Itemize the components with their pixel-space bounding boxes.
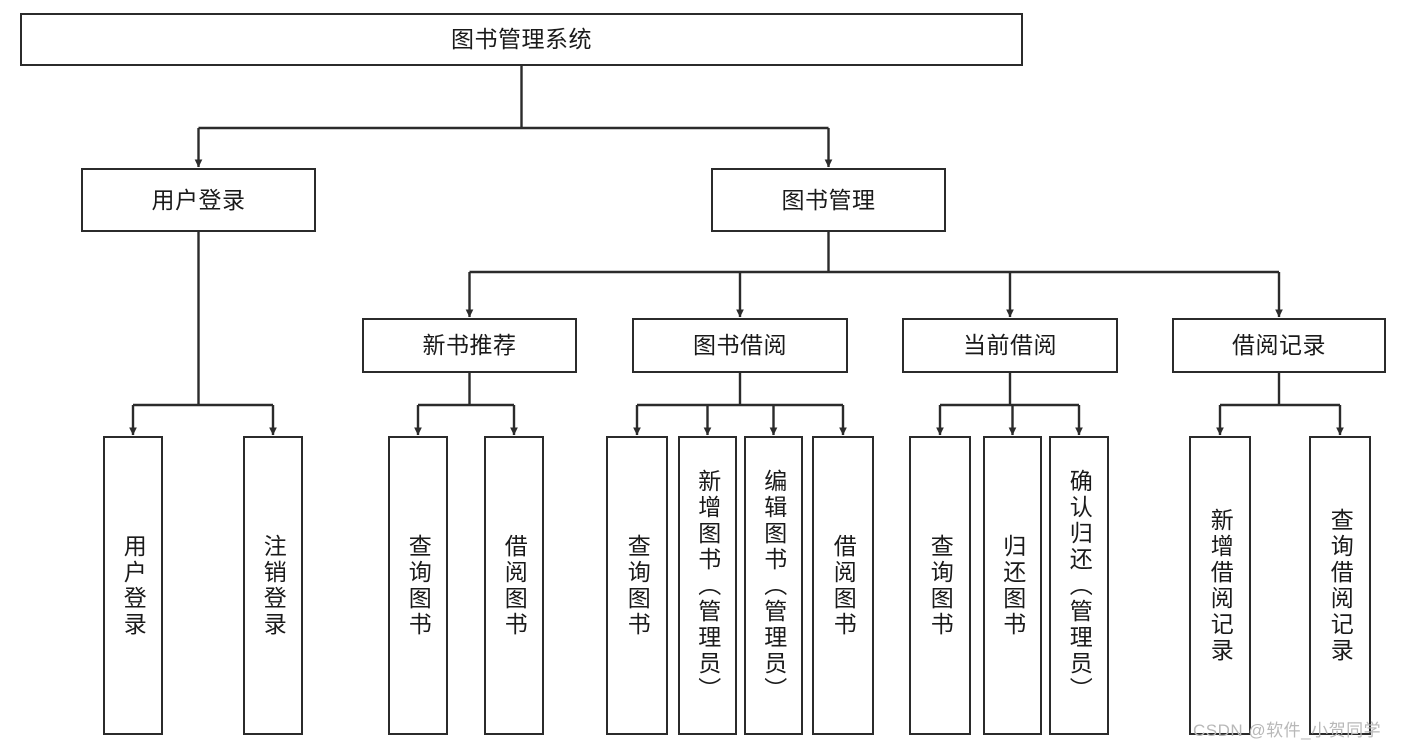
node-current-borrow[interactable]: 当前借阅 [902,318,1118,373]
node-leaf-return-book[interactable]: 归还图书 [983,436,1042,735]
node-leaf-edit-book-admin[interactable]: 编辑图书（管理员） [744,436,803,735]
node-label: 确认归还（管理员） [1066,468,1093,703]
node-leaf-query-book-2[interactable]: 查询图书 [606,436,668,735]
node-book-management[interactable]: 图书管理 [711,168,946,232]
node-label: 查询图书 [624,533,651,638]
node-label: 新增图书（管理员） [694,468,721,703]
node-label: 图书管理系统 [451,26,592,53]
node-borrow-record[interactable]: 借阅记录 [1172,318,1386,373]
node-label: 查询图书 [405,533,432,638]
node-label: 借阅图书 [501,533,528,638]
node-user-login[interactable]: 用户登录 [81,168,316,232]
node-root[interactable]: 图书管理系统 [20,13,1023,66]
node-label: 查询借阅记录 [1327,507,1354,664]
node-label: 编辑图书（管理员） [760,468,787,703]
node-leaf-user-login[interactable]: 用户登录 [103,436,163,735]
node-leaf-logout-login[interactable]: 注销登录 [243,436,303,735]
node-label: 查询图书 [927,533,954,638]
node-label: 借阅记录 [1232,332,1326,359]
node-label: 用户登录 [120,533,147,638]
node-label: 新书推荐 [422,332,517,359]
node-label: 借阅图书 [830,533,857,638]
node-leaf-query-book-1[interactable]: 查询图书 [388,436,448,735]
node-leaf-add-book-admin[interactable]: 新增图书（管理员） [678,436,737,735]
node-label: 当前借阅 [963,332,1057,359]
node-leaf-borrow-book-1[interactable]: 借阅图书 [484,436,544,735]
node-leaf-borrow-book-2[interactable]: 借阅图书 [812,436,874,735]
node-leaf-add-borrow-record[interactable]: 新增借阅记录 [1189,436,1251,735]
node-new-book-recommend[interactable]: 新书推荐 [362,318,577,373]
node-label: 图书管理 [781,186,876,213]
node-leaf-query-borrow-record[interactable]: 查询借阅记录 [1309,436,1371,735]
node-book-borrow[interactable]: 图书借阅 [632,318,848,373]
node-label: 新增借阅记录 [1207,507,1234,664]
node-label: 注销登录 [260,533,287,638]
node-label: 归还图书 [999,533,1026,638]
node-leaf-query-book-3[interactable]: 查询图书 [909,436,971,735]
node-label: 图书借阅 [693,332,787,359]
node-leaf-confirm-return-admin[interactable]: 确认归还（管理员） [1049,436,1109,735]
node-label: 用户登录 [151,186,246,213]
